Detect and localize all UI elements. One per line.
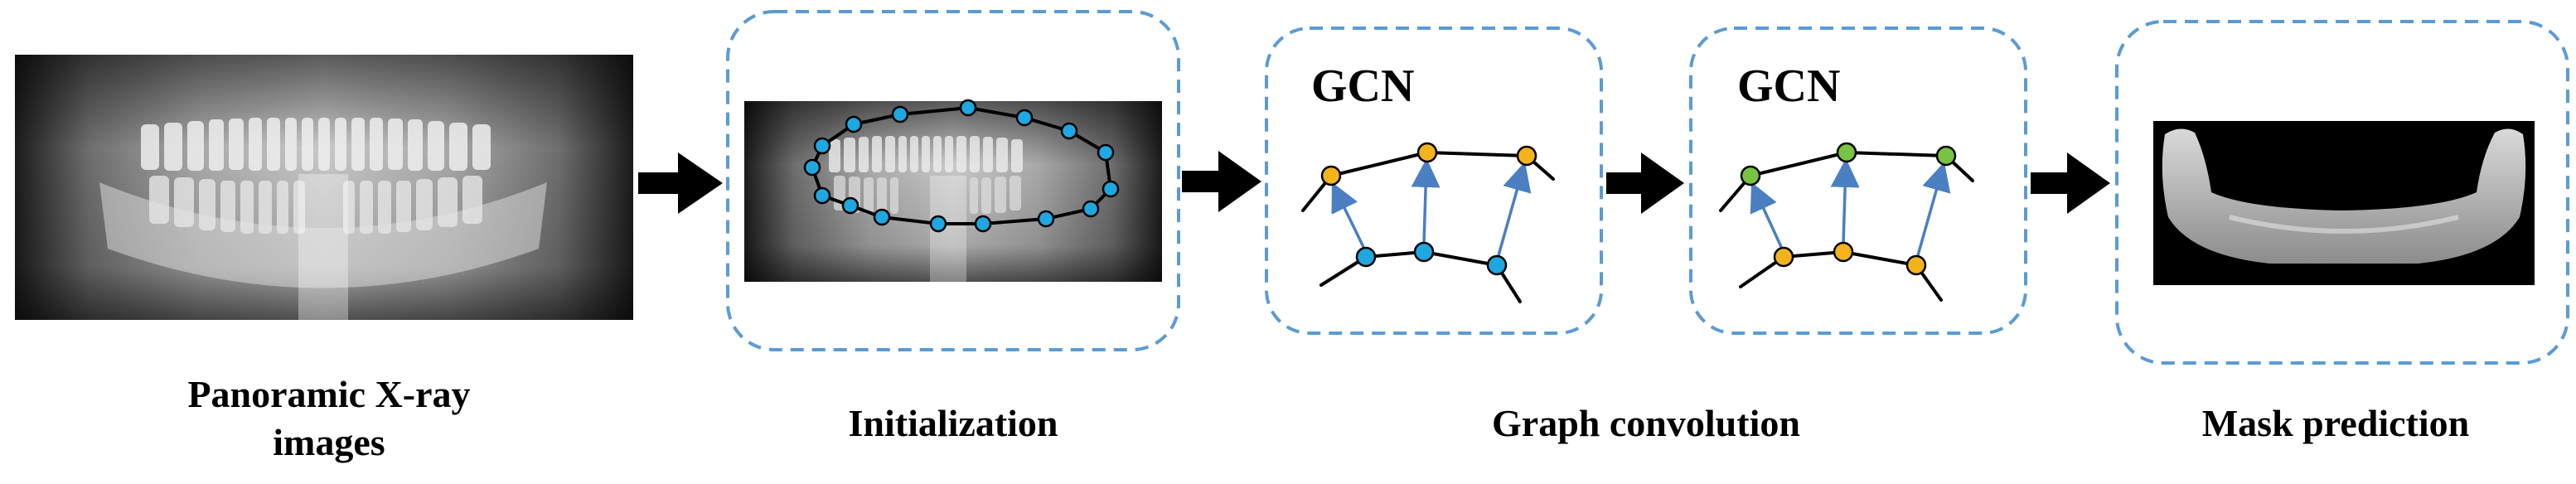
gcn-label-2: GCN <box>1737 60 1840 112</box>
mask-prediction-box <box>2115 20 2569 365</box>
graph-node <box>1836 142 1857 163</box>
graph-node <box>1740 165 1761 186</box>
arrow-1 <box>638 152 723 214</box>
caption-graph-convolution: Graph convolution <box>1492 402 1800 444</box>
arrow-3 <box>1606 152 1684 214</box>
contour-node <box>873 208 891 226</box>
graph-node <box>1416 142 1438 163</box>
panoramic-xray-image <box>15 55 633 320</box>
contour-node <box>803 158 821 177</box>
arrow-4 <box>2031 152 2110 214</box>
initial-contour <box>803 99 1120 233</box>
caption-panoramic-line1: Panoramic X-ray <box>187 373 470 415</box>
graph-node <box>1320 165 1342 186</box>
graph-node <box>1355 246 1377 268</box>
gcn-graph-2 <box>1719 142 1974 302</box>
graph-node <box>1935 145 1957 167</box>
caption-mask-prediction: Mask prediction <box>2202 402 2469 444</box>
contour-node <box>1082 200 1100 218</box>
gcn-graph-1 <box>1301 142 1555 303</box>
caption-initialization: Initialization <box>848 402 1058 444</box>
contour-node <box>929 215 947 233</box>
contour-node <box>1097 143 1115 162</box>
initialization-xray-image <box>744 101 1162 282</box>
contour-node <box>845 115 863 133</box>
mask-prediction-image <box>2153 121 2535 285</box>
graph-node <box>1773 246 1794 268</box>
initialization-box <box>726 10 1180 351</box>
contour-node <box>1015 109 1034 127</box>
contour-node <box>841 196 859 215</box>
contour-node <box>974 215 992 233</box>
caption-panoramic-line2: images <box>273 421 385 463</box>
contour-node <box>1037 210 1055 228</box>
graph-node <box>1413 241 1435 263</box>
contour-node <box>959 99 977 117</box>
gcn-label-1: GCN <box>1311 60 1414 112</box>
contour-node <box>1060 122 1078 140</box>
contour-node <box>1102 180 1120 198</box>
arrow-2 <box>1182 151 1261 212</box>
graph-node <box>1516 145 1537 167</box>
graph-node <box>1905 254 1927 276</box>
contour-node <box>813 186 831 205</box>
contour-node <box>891 105 909 123</box>
graph-node <box>1486 254 1508 276</box>
graph-node <box>1833 241 1854 263</box>
contour-node <box>813 137 831 155</box>
